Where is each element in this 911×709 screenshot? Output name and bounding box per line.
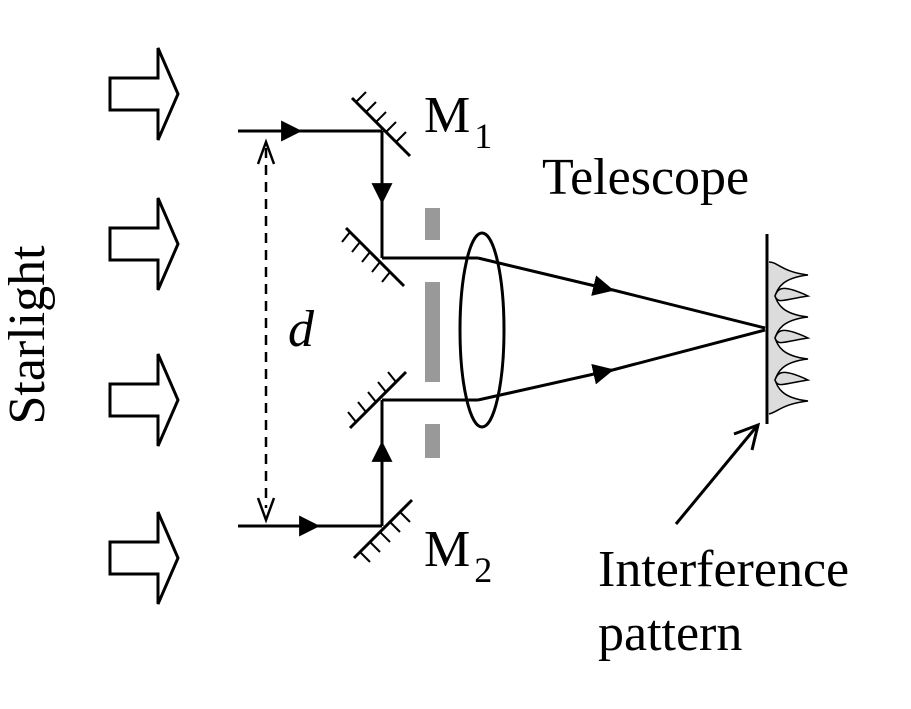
- lens-icon: [458, 231, 506, 429]
- pattern-pointer-arrowhead: [733, 422, 761, 451]
- mirror-m2: [352, 498, 414, 563]
- interference-label: Interference: [598, 541, 849, 598]
- converging-beam-upper: [477, 256, 615, 296]
- starlight-arrow-icon: [108, 197, 180, 291]
- separation-label: d: [288, 301, 315, 358]
- converging-beam-lower: [477, 363, 615, 402]
- pattern-label: pattern: [598, 605, 742, 662]
- starlight-label: Starlight: [0, 245, 56, 425]
- fringe-peaks: [774, 287, 811, 386]
- telescope-label: Telescope: [542, 149, 749, 206]
- slit-screen: [425, 208, 440, 458]
- beam-paths: [238, 120, 766, 537]
- starlight-arrow-icon: [108, 511, 180, 605]
- starlight-arrow-icon: [108, 353, 180, 447]
- mirror-m1: [350, 91, 412, 158]
- mirror-lower-inner: [347, 370, 408, 430]
- starlight-arrow-icon: [108, 47, 180, 141]
- pattern-pointer-arrow: [674, 425, 759, 525]
- starlight-arrows: [108, 47, 180, 605]
- separation-marker: [256, 138, 276, 524]
- mirror-upper-inner: [341, 226, 406, 288]
